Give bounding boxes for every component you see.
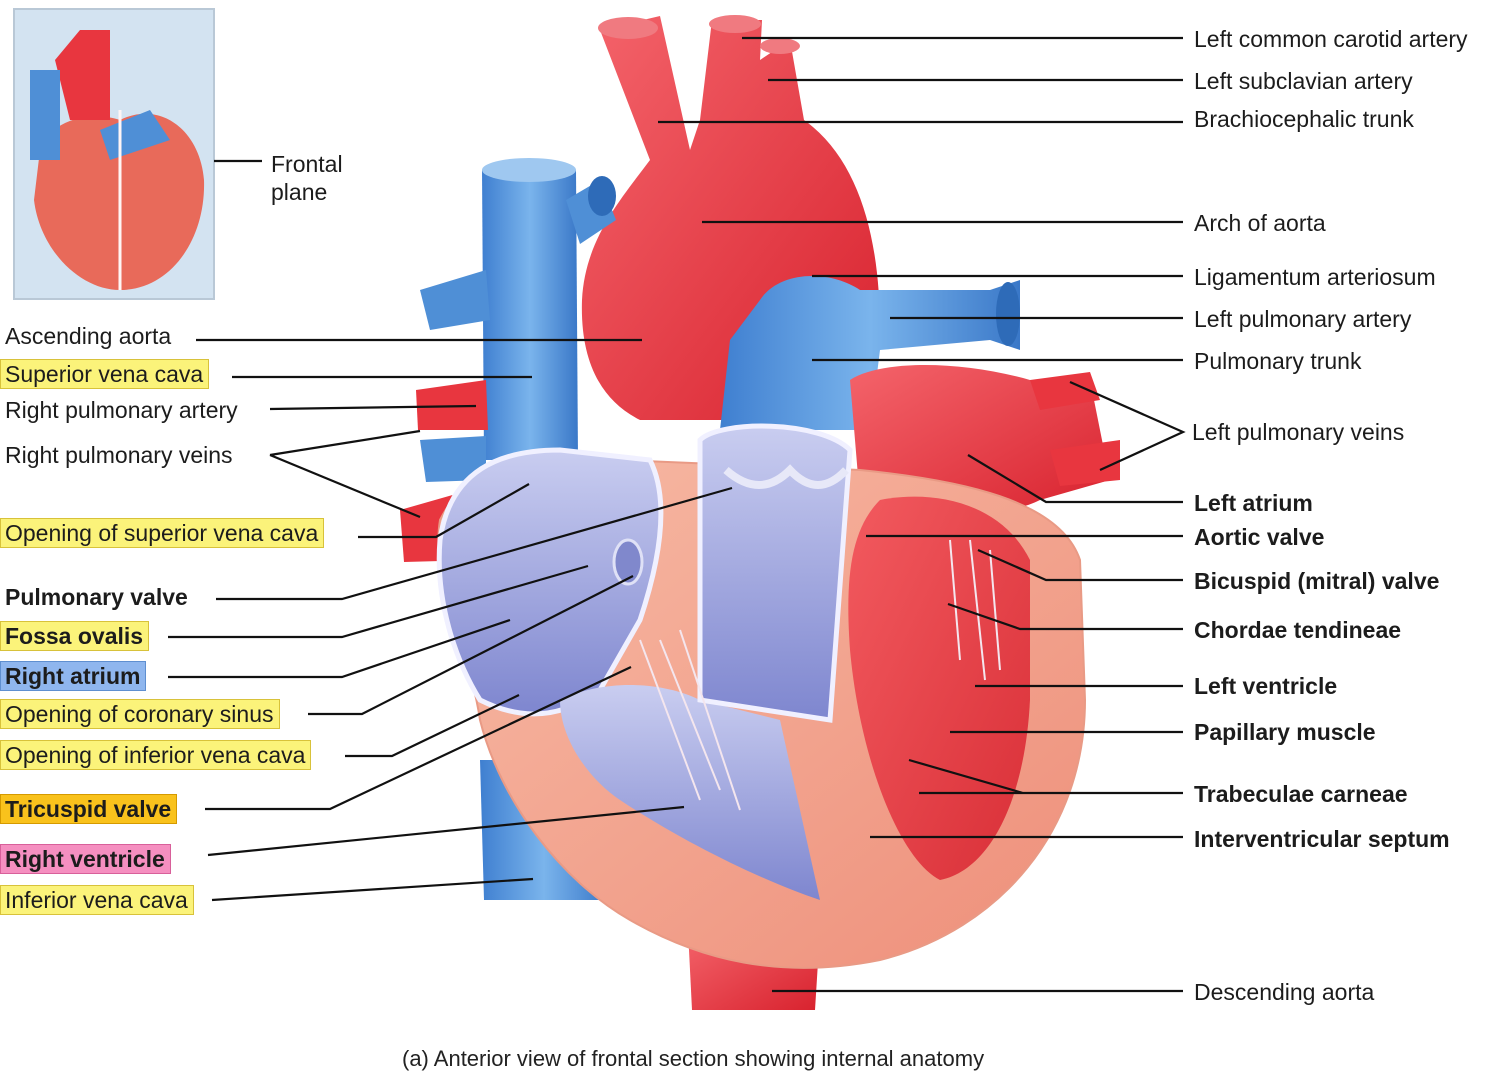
label-trabeculae-carneae: Trabeculae carneae bbox=[1194, 781, 1408, 807]
right-pulmonary-artery-shape bbox=[420, 270, 490, 330]
frontal-plane-line1: Frontal bbox=[271, 151, 343, 177]
label-papillary-muscle: Papillary muscle bbox=[1194, 719, 1376, 745]
label-left-pulmonary-veins: Left pulmonary veins bbox=[1192, 419, 1405, 445]
carotid-opening bbox=[709, 15, 761, 33]
label-left-common-carotid-artery: Left common carotid artery bbox=[1194, 26, 1468, 52]
label-arch-of-aorta: Arch of aorta bbox=[1194, 210, 1326, 236]
superior-vena-cava-shape bbox=[482, 170, 578, 460]
label-right-pulmonary-artery: Right pulmonary artery bbox=[5, 397, 238, 423]
label-brachiocephalic-trunk: Brachiocephalic trunk bbox=[1194, 106, 1414, 132]
figure-caption: (a) Anterior view of frontal section sho… bbox=[402, 1046, 985, 1071]
label-pulmonary-valve: Pulmonary valve bbox=[5, 584, 188, 610]
label-left-subclavian-artery: Left subclavian artery bbox=[1194, 68, 1413, 94]
left-ventricle-cavity bbox=[848, 496, 1030, 880]
label-left-ventricle: Left ventricle bbox=[1194, 673, 1338, 699]
label-inferior-vena-cava: Inferior vena cava bbox=[0, 885, 194, 915]
label-right-pulmonary-veins: Right pulmonary veins bbox=[5, 442, 233, 468]
label-fossa-ovalis: Fossa ovalis bbox=[0, 621, 150, 651]
label-tricuspid-valve: Tricuspid valve bbox=[0, 794, 178, 824]
label-ascending-aorta: Ascending aorta bbox=[5, 323, 172, 349]
right-ventricle-shape bbox=[560, 685, 820, 900]
label-superior-vena-cava: Superior vena cava bbox=[0, 359, 210, 389]
label-right-atrium: Right atrium bbox=[0, 661, 147, 691]
frontal-plane-line2: plane bbox=[271, 179, 328, 205]
brachiocephalic-opening bbox=[598, 17, 658, 39]
label-opening-superior-vena-cava: Opening of superior vena cava bbox=[0, 518, 325, 548]
label-aortic-valve: Aortic valve bbox=[1194, 524, 1325, 550]
label-opening-coronary-sinus: Opening of coronary sinus bbox=[0, 699, 280, 729]
frontal-plane-label: Frontal plane bbox=[271, 150, 343, 206]
fossa-ovalis-shape bbox=[612, 538, 644, 586]
label-right-ventricle: Right ventricle bbox=[0, 844, 171, 874]
label-ligamentum-arteriosum: Ligamentum arteriosum bbox=[1194, 264, 1436, 290]
subclavian-opening bbox=[760, 38, 800, 54]
label-pulmonary-trunk: Pulmonary trunk bbox=[1194, 348, 1362, 374]
label-left-atrium: Left atrium bbox=[1194, 490, 1313, 516]
right-atrium-shape bbox=[436, 447, 664, 717]
label-bicuspid-valve: Bicuspid (mitral) valve bbox=[1194, 568, 1440, 594]
label-left-pulmonary-artery: Left pulmonary artery bbox=[1194, 306, 1412, 332]
pulmonary-outflow bbox=[697, 423, 853, 723]
aorta-shape bbox=[581, 16, 880, 420]
svc-opening bbox=[482, 158, 576, 182]
label-chordae-tendineae: Chordae tendineae bbox=[1194, 617, 1402, 643]
label-descending-aorta: Descending aorta bbox=[1194, 979, 1375, 1005]
label-interventricular-septum: Interventricular septum bbox=[1194, 826, 1450, 852]
label-opening-inferior-vena-cava: Opening of inferior vena cava bbox=[0, 740, 312, 770]
pulmonary-trunk-shape bbox=[720, 276, 1020, 430]
